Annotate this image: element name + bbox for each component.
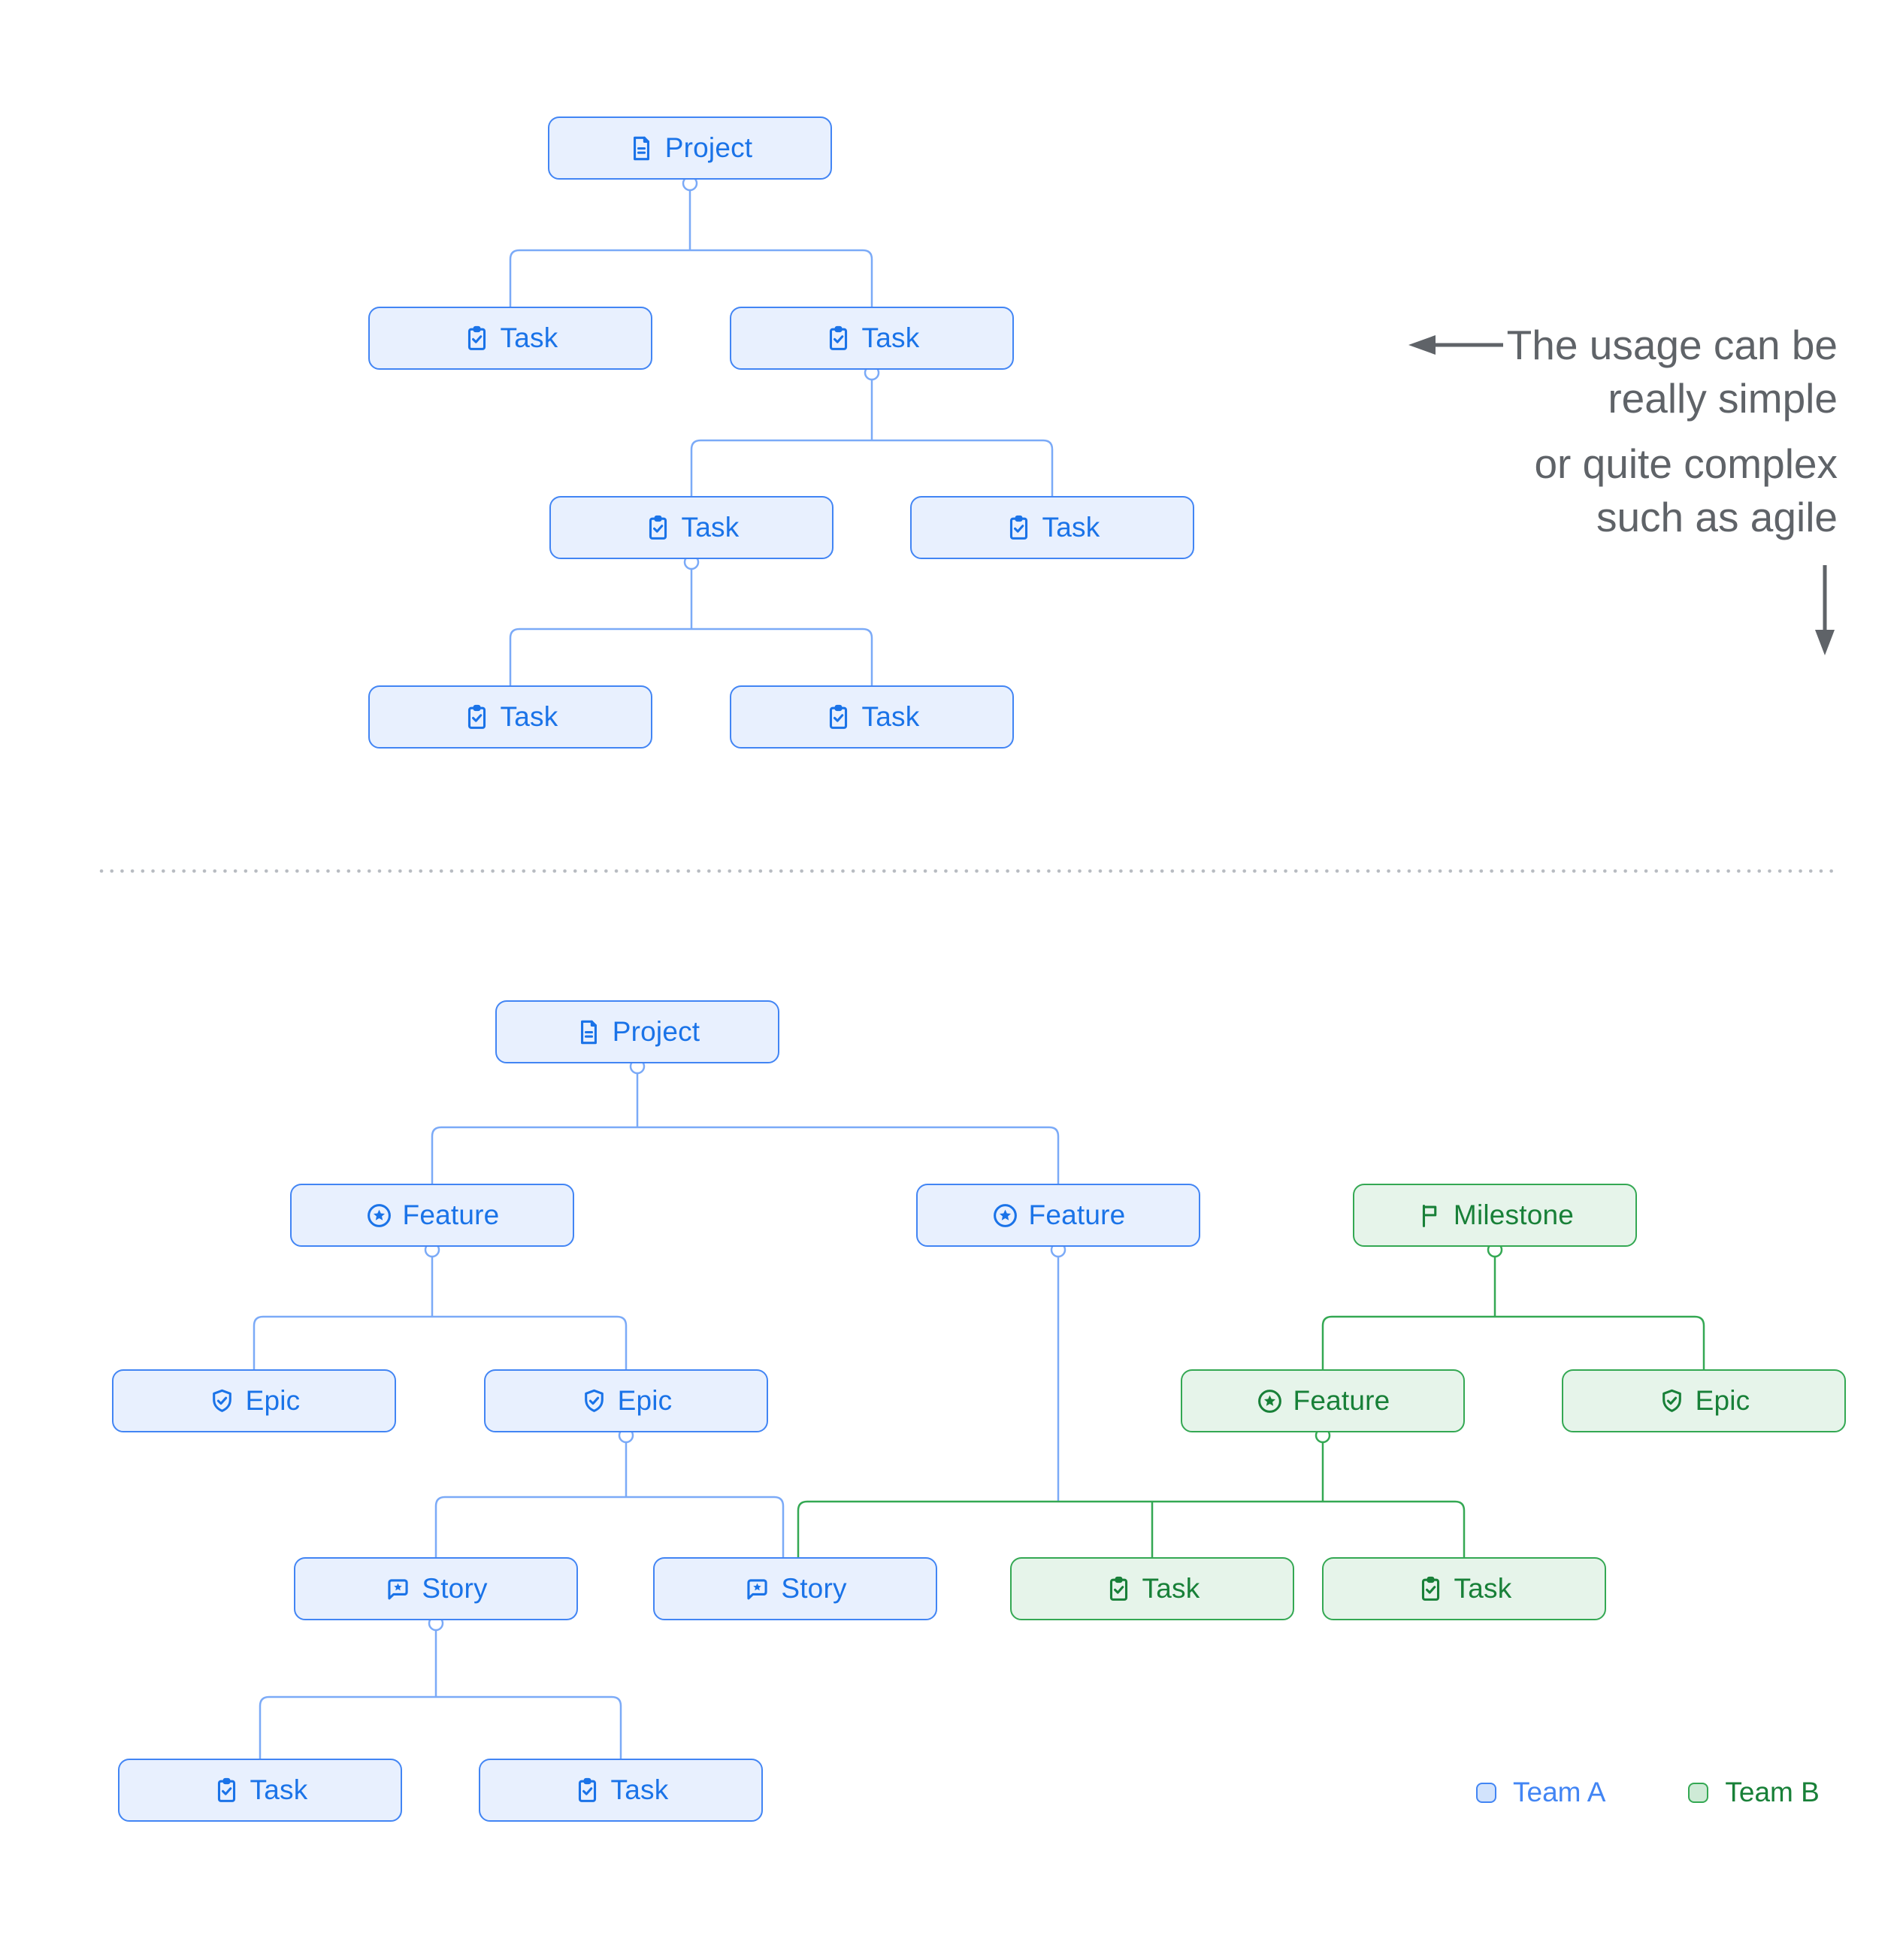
- node-milestone[interactable]: Milestone: [1353, 1184, 1637, 1247]
- node-label: Epic: [245, 1385, 301, 1416]
- node-task[interactable]: Task: [1010, 1557, 1294, 1620]
- node-label: Task: [500, 322, 558, 353]
- node-label: Task: [250, 1774, 308, 1805]
- annotation-line: really simple: [1608, 375, 1838, 422]
- down-arrow-icon: [1815, 630, 1835, 655]
- connector: [431, 1126, 1060, 1184]
- document-icon: [628, 135, 655, 162]
- node-story[interactable]: Story: [294, 1557, 578, 1620]
- task-check-icon: [824, 325, 852, 352]
- feature-star-circle-icon: [1256, 1387, 1284, 1415]
- annotation-text: The usage can be really simple or quite c…: [1507, 319, 1838, 544]
- annotation-arrows: [1408, 335, 1835, 655]
- task-check-icon: [824, 703, 852, 731]
- annotation-paragraph: The usage can be really simple: [1507, 319, 1838, 425]
- annotation-line: such as agile: [1596, 494, 1838, 540]
- node-project-bottom[interactable]: Project: [495, 1000, 779, 1063]
- node-epic[interactable]: Epic: [112, 1369, 396, 1432]
- node-label: Milestone: [1453, 1199, 1575, 1230]
- task-check-icon: [463, 325, 491, 352]
- node-task[interactable]: Task: [479, 1759, 763, 1822]
- team-a-swatch-icon: [1476, 1782, 1496, 1803]
- epic-shield-check-icon: [208, 1387, 236, 1415]
- connector: [1321, 1315, 1705, 1369]
- node-feature[interactable]: Feature: [290, 1184, 574, 1247]
- node-task[interactable]: Task: [118, 1759, 402, 1822]
- node-task[interactable]: Task: [910, 496, 1194, 559]
- task-check-icon: [573, 1777, 601, 1804]
- story-chat-star-icon: [743, 1575, 771, 1603]
- connector: [259, 1695, 622, 1759]
- node-feature[interactable]: Feature: [916, 1184, 1200, 1247]
- connector: [690, 439, 1054, 496]
- legend: Team A Team B: [1476, 1777, 1820, 1808]
- node-label: Story: [781, 1573, 847, 1604]
- connector: [509, 249, 873, 307]
- task-check-icon: [644, 514, 672, 542]
- node-label: Feature: [1293, 1385, 1390, 1416]
- legend-item-team-a: Team A: [1476, 1777, 1605, 1808]
- legend-label: Team B: [1725, 1777, 1820, 1807]
- node-label: Epic: [617, 1385, 673, 1416]
- node-task[interactable]: Task: [1322, 1557, 1606, 1620]
- document-icon: [575, 1018, 603, 1046]
- node-label: Story: [422, 1573, 488, 1604]
- legend-item-team-b: Team B: [1688, 1777, 1820, 1808]
- connector: [509, 628, 873, 685]
- node-label: Task: [861, 322, 920, 353]
- node-label: Task: [500, 701, 558, 732]
- node-story[interactable]: Story: [653, 1557, 937, 1620]
- node-epic[interactable]: Epic: [484, 1369, 768, 1432]
- node-project-top[interactable]: Project: [548, 116, 832, 180]
- task-check-icon: [213, 1777, 241, 1804]
- node-label: Feature: [1028, 1199, 1126, 1230]
- left-arrow-icon: [1408, 335, 1436, 355]
- node-label: Task: [610, 1774, 669, 1805]
- node-task[interactable]: Task: [368, 307, 652, 370]
- feature-star-circle-icon: [365, 1202, 393, 1230]
- annotation-line: or quite complex: [1534, 440, 1838, 487]
- annotation-paragraph: or quite complex such as agile: [1507, 437, 1838, 544]
- milestone-flag-icon: [1416, 1202, 1444, 1230]
- node-epic[interactable]: Epic: [1562, 1369, 1846, 1432]
- bottom-tree-connectors-team-a: [253, 1058, 1066, 1759]
- connector: [253, 1315, 628, 1369]
- node-label: Feature: [402, 1199, 500, 1230]
- node-label: Task: [861, 701, 920, 732]
- legend-label: Team A: [1513, 1777, 1606, 1807]
- task-check-icon: [1105, 1575, 1133, 1603]
- task-check-icon: [1417, 1575, 1445, 1603]
- connector: [434, 1496, 785, 1557]
- node-task[interactable]: Task: [368, 685, 652, 749]
- node-task[interactable]: Task: [549, 496, 834, 559]
- node-label: Task: [1142, 1573, 1200, 1604]
- annotation-line: The usage can be: [1506, 322, 1838, 368]
- feature-star-circle-icon: [991, 1202, 1019, 1230]
- node-label: Task: [681, 512, 740, 543]
- node-label: Epic: [1695, 1385, 1750, 1416]
- node-label: Project: [664, 132, 753, 163]
- node-label: Project: [612, 1016, 700, 1047]
- node-feature[interactable]: Feature: [1181, 1369, 1465, 1432]
- task-check-icon: [463, 703, 491, 731]
- top-tree-connectors: [509, 175, 1054, 685]
- node-task[interactable]: Task: [730, 307, 1014, 370]
- connector: [797, 1500, 1466, 1557]
- epic-shield-check-icon: [1658, 1387, 1686, 1415]
- epic-shield-check-icon: [580, 1387, 608, 1415]
- story-chat-star-icon: [384, 1575, 412, 1603]
- node-label: Task: [1454, 1573, 1512, 1604]
- team-b-swatch-icon: [1688, 1782, 1709, 1803]
- node-task[interactable]: Task: [730, 685, 1014, 749]
- task-check-icon: [1005, 514, 1033, 542]
- node-label: Task: [1042, 512, 1100, 543]
